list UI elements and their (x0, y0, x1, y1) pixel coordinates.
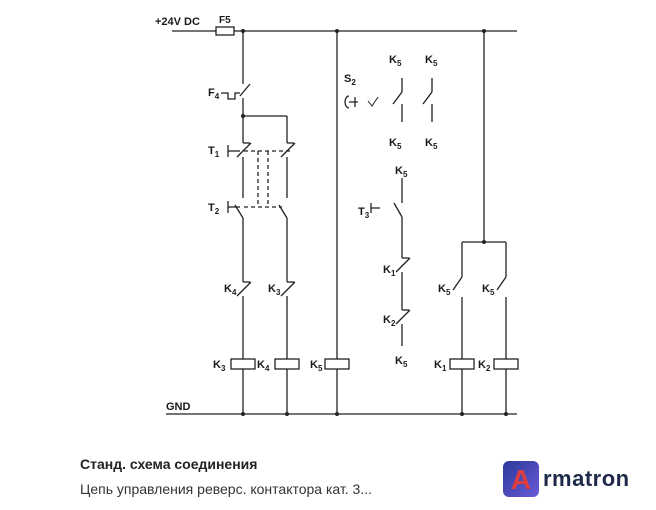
coil-k4 (274, 358, 300, 370)
coil-k5 (324, 358, 350, 370)
fuse-f5 (215, 26, 235, 36)
logo-letter: A (511, 464, 531, 495)
label-k5-coil: K5 (310, 359, 323, 373)
label-k5-mid-a: K5 (389, 137, 402, 151)
label-s2: S2 (344, 73, 356, 87)
label-k5-top-a: K5 (389, 54, 402, 68)
label-t2: T2 (208, 202, 220, 216)
label-t3: T3 (358, 206, 370, 220)
emergency-stop-symbol (344, 95, 358, 109)
logo-text: rmatron (543, 466, 630, 491)
label-k5-mid-b: K5 (425, 137, 438, 151)
label-k5-top-b: K5 (425, 54, 438, 68)
label-k4-contact: K4 (224, 283, 237, 297)
label-t1: T1 (208, 145, 220, 159)
ground-label: GND (166, 401, 191, 413)
fuse-f4-symbol (221, 92, 240, 100)
label-k3-coil: K3 (213, 359, 226, 373)
label-k3-contact: K3 (268, 283, 281, 297)
label-k1-contact: K1 (383, 264, 396, 278)
label-f4: F4 (208, 87, 220, 101)
armatron-logo: A rmatron (503, 461, 630, 497)
caption-title: Станд. схема соединения (80, 456, 258, 472)
caption-subtitle: Цепь управления реверс. контактора кат. … (80, 481, 372, 497)
label-k5-right-a: K5 (438, 283, 451, 297)
label-k2-contact: K2 (383, 314, 396, 328)
circuit-diagram: +24V DC GND F5 F4 T1 T2 K4 K3 K3 K4 K5 S… (155, 15, 519, 416)
label-k4-coil: K4 (257, 359, 270, 373)
label-k5-t3-top: K5 (395, 165, 408, 179)
mechanical-linkage (244, 150, 290, 208)
coil-k1 (449, 358, 475, 370)
label-f5: F5 (219, 15, 231, 26)
label-k2-coil: K2 (478, 359, 491, 373)
label-k5-bottom: K5 (395, 355, 408, 369)
logo-badge: A (503, 461, 539, 497)
label-k5-right-b: K5 (482, 283, 495, 297)
supply-label: +24V DC (155, 16, 200, 28)
label-k1-coil: K1 (434, 359, 447, 373)
coil-k2 (493, 358, 519, 370)
svg-text:A: A (511, 464, 531, 495)
coil-k3 (230, 358, 256, 370)
